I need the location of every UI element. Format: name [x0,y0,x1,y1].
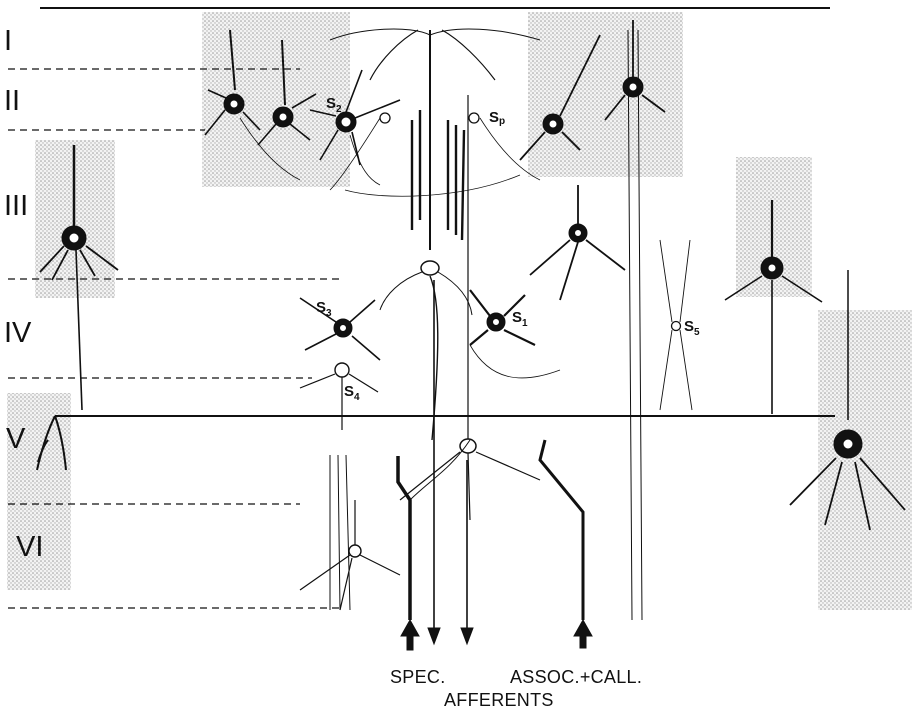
cell-label-sp: Sp [489,109,505,127]
layer-vi-cell [300,455,400,610]
layer-label-vi: VI [16,531,43,563]
layer-label-ii: II [4,85,20,117]
stipple-regions [7,12,912,610]
spec-up-arrow [401,620,419,636]
stipple-region-top-right [528,12,683,177]
central-pyramidal-cells [330,29,540,520]
caption-afferents: AFFERENTS [444,690,554,710]
layer-label-iii: III [4,190,28,222]
cell-label-s4: S4 [344,383,360,403]
stipple-region-right-lower [818,310,912,610]
spec-down-arrow-2 [461,628,473,644]
cell-label-s1: S1 [512,309,528,329]
layer-boundaries [8,8,830,608]
spec-down-arrow [428,628,440,644]
afferent-arrows [401,620,592,650]
stellate-cell-s1 [470,290,560,378]
cell-label-s5: S5 [684,318,700,338]
layer-v-horizontal-axon [37,416,835,470]
layer-label-v: V [6,423,26,455]
assoc-up-arrow [574,620,592,636]
afferent-fibers [398,280,583,628]
pyramidal-cell-mid-right [530,185,625,300]
layer-label-iv: IV [4,317,32,349]
cell-label-s3: S3 [316,299,332,319]
layer-label-i: I [4,25,12,57]
captions: SPEC. ASSOC.+CALL. AFFERENTS [390,667,642,710]
caption-spec: SPEC. [390,667,446,687]
caption-assoc-call: ASSOC.+CALL. [510,667,642,687]
stellate-cells-s3-s4 [300,298,380,430]
